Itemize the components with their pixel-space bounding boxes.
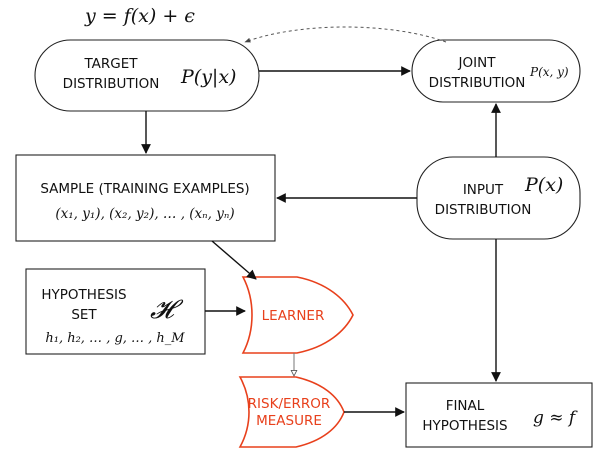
risk-measure-shape — [238, 376, 345, 448]
final-hypothesis-node: FINAL HYPOTHESIS g ≈ f — [405, 382, 593, 448]
joint-distribution-node: JOINT DISTRIBUTION P(x, y) — [411, 39, 581, 103]
hypothesis-set-math: h₁, h₂, … , g, … , h_M — [45, 331, 185, 346]
joint-label-line2: DISTRIBUTION — [429, 75, 526, 91]
final-math: g ≈ f — [533, 408, 578, 428]
top-equation: y = f(x) + ϵ — [84, 5, 195, 27]
target-math: P(y|x) — [180, 66, 236, 88]
learner-label: LEARNER — [262, 308, 325, 324]
final-label-line2: HYPOTHESIS — [422, 418, 507, 434]
arrow-sample-to-learner — [211, 240, 257, 280]
hypothesis-label-line2: SET — [71, 307, 97, 323]
arrow-joint-to-target-dashed — [244, 26, 447, 43]
sample-title: SAMPLE (TRAINING EXAMPLES) — [40, 181, 249, 197]
joint-math: P(x, y) — [529, 65, 569, 79]
learner-shape — [241, 276, 354, 354]
input-label-line1: INPUT — [463, 182, 504, 198]
final-hypothesis-shape — [405, 382, 593, 448]
input-math: P(x) — [524, 174, 563, 196]
final-label-line1: FINAL — [446, 398, 485, 414]
sample-node: SAMPLE (TRAINING EXAMPLES) (x₁, y₁), (x₂… — [15, 154, 276, 242]
target-distribution-node: TARGET DISTRIBUTION P(y|x) — [34, 39, 260, 112]
hypothesis-set-shape — [25, 268, 206, 355]
risk-measure-node: RISK/ERROR MEASURE — [238, 376, 345, 448]
risk-label-line1: RISK/ERROR — [248, 396, 331, 412]
sample-shape — [15, 154, 276, 242]
joint-label-line1: JOINT — [458, 55, 497, 71]
joint-distribution-shape — [411, 39, 581, 103]
target-label-line1: TARGET — [83, 56, 138, 72]
hypothesis-label-line1: HYPOTHESIS — [41, 287, 126, 303]
risk-label-line2: MEASURE — [256, 413, 322, 429]
input-distribution-node: INPUT DISTRIBUTION P(x) — [416, 156, 581, 240]
sample-math: (x₁, y₁), (x₂, y₂), … , (xₙ, yₙ) — [55, 206, 234, 222]
target-label-line2: DISTRIBUTION — [63, 76, 160, 92]
input-label-line2: DISTRIBUTION — [435, 202, 532, 218]
hypothesis-set-node: HYPOTHESIS SET 𝓗 h₁, h₂, … , g, … , h_M — [25, 268, 206, 355]
input-distribution-shape — [416, 156, 581, 240]
target-distribution-shape — [34, 39, 260, 112]
learner-node: LEARNER — [241, 276, 354, 354]
